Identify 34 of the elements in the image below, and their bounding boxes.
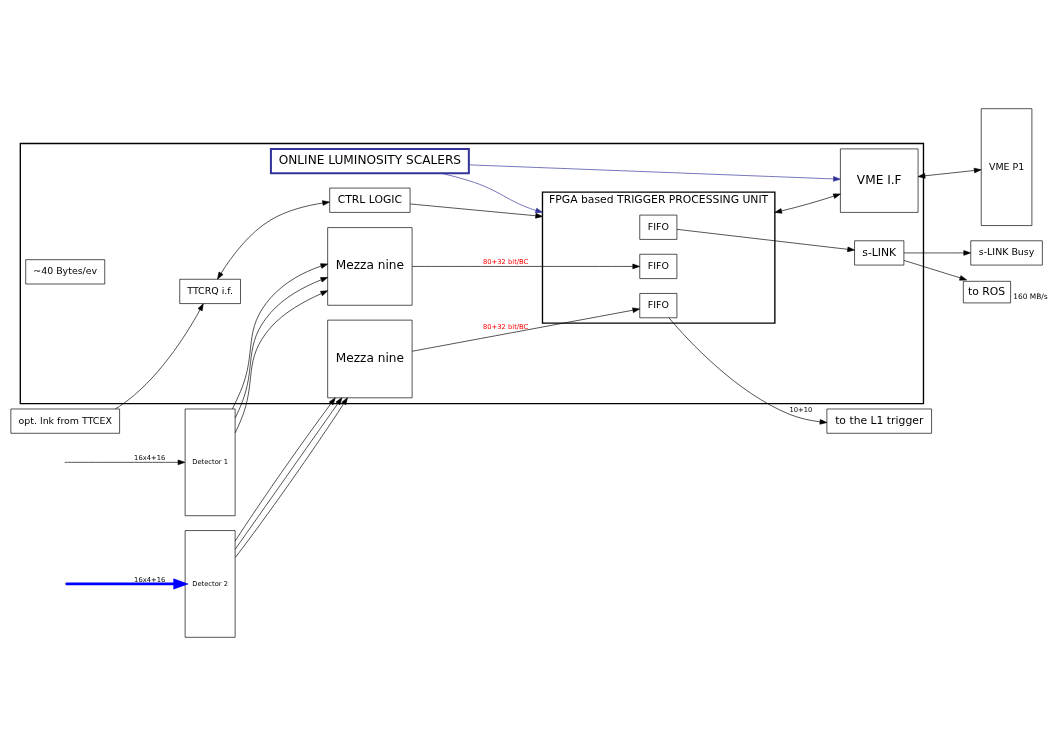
node-box: FIFO — [639, 253, 678, 279]
node-box: s-LINK Busy — [970, 240, 1043, 266]
node-box: FIFO — [639, 293, 678, 319]
arrow — [468, 164, 841, 182]
node-box: CTRL LOGIC — [329, 187, 411, 213]
arrow — [234, 277, 328, 419]
node-box: opt. lnk from TTCEX — [10, 408, 120, 434]
arrow — [232, 263, 328, 410]
node-box: Mezza nine — [327, 319, 413, 399]
arrow — [411, 263, 640, 270]
arrow — [409, 203, 543, 219]
arrow — [903, 250, 971, 256]
node-box: ONLINE LUMINOSITY SCALERS — [269, 147, 470, 175]
arrow — [66, 578, 189, 590]
arrow — [217, 200, 330, 280]
node-box: to the L1 trigger — [826, 408, 932, 434]
node-box: s-LINK — [854, 240, 905, 266]
arrow — [917, 167, 982, 179]
node-box: TTCRQ i.f. — [179, 278, 241, 304]
arrow — [676, 229, 855, 252]
arrow — [774, 193, 841, 214]
node-box: to ROS — [963, 280, 1011, 304]
node-box: VME P1 — [980, 108, 1033, 226]
arrow — [903, 260, 967, 281]
node-box: Mezza nine — [327, 227, 413, 306]
arrow — [668, 317, 828, 425]
arrow — [411, 307, 640, 352]
arrow — [115, 303, 204, 410]
arrow — [234, 290, 328, 434]
arrow — [65, 459, 186, 466]
node-box: FIFO — [639, 214, 678, 240]
node-box: ~40 Bytes/ev — [25, 259, 106, 285]
arrow — [440, 172, 543, 214]
node-box: VME I.F — [840, 148, 919, 213]
